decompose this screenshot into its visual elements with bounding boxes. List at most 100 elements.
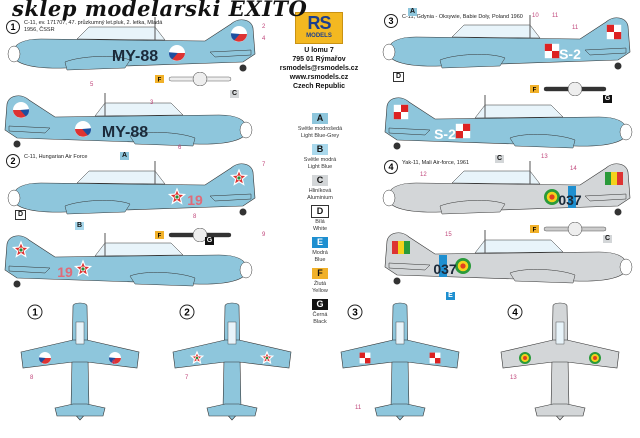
tailplane [209, 193, 252, 202]
mali-roundel [544, 189, 560, 205]
scheme-number: 1 [6, 20, 20, 34]
wing-root [509, 134, 576, 149]
tail-wheel [239, 64, 247, 72]
color-name-cz: Bílá [315, 219, 325, 225]
scheme-caption: C-11, ev. 171707, 47. průzkumný let.pluk… [24, 20, 163, 33]
scheme-number: 4 [384, 160, 398, 174]
color-swatch: E [312, 237, 328, 248]
polish-checker [455, 123, 471, 139]
tailplane [209, 49, 252, 58]
aircraft-code: S-2 [559, 46, 581, 62]
fuselage [384, 97, 628, 147]
side-profile-2-left: 19 [7, 161, 256, 216]
aircraft-code: 19 [57, 264, 73, 280]
polish-checker [429, 352, 441, 364]
color-tag-a: A [120, 152, 129, 160]
decal-callout: 10 [532, 13, 539, 19]
color-swatch: D [311, 205, 329, 218]
spinner [7, 189, 21, 207]
color-name-cz: Světle modrošedá [297, 126, 343, 132]
color-tag-c: C [230, 90, 239, 98]
tail-wheel [393, 142, 401, 150]
hungarian-star [229, 168, 249, 186]
color-tag-e: E [446, 292, 455, 300]
color-tag-f: F [158, 78, 162, 84]
canopy-top [555, 321, 565, 345]
propeller-view: F [530, 82, 607, 96]
watermark-title: sklep modelarski EXITO [12, 0, 308, 21]
aircraft-code: 037 [433, 261, 457, 277]
decal-callout: 6 [112, 360, 116, 366]
tail-wheel [614, 208, 622, 216]
czech-roundel [38, 352, 51, 364]
blue-band [568, 186, 576, 208]
polish-checker [544, 43, 560, 59]
color-tag-d: D [393, 72, 404, 82]
tailplane [584, 193, 627, 202]
color-name-en: Blue [314, 256, 326, 263]
tail-wheel [13, 140, 21, 148]
top-bottom-view-3: 3 [340, 302, 460, 421]
decal-callout: 15 [445, 232, 452, 238]
spinner [239, 121, 253, 139]
decal-callout: 7 [262, 162, 266, 168]
decal-callout: 11 [355, 405, 362, 411]
color-swatch: A [312, 113, 328, 124]
wing-root [439, 200, 506, 215]
color-tag-c: C [603, 235, 612, 243]
tailplane [584, 47, 627, 56]
address-web: www.rsmodels.cz [289, 74, 349, 81]
fuselage [12, 163, 256, 213]
polish-checker [393, 104, 409, 120]
logo-subtext: MODELS [306, 33, 332, 39]
side-profile-1-right: MY-88 [4, 93, 253, 148]
aircraft-code: 19 [187, 192, 203, 208]
wing-root [439, 54, 506, 69]
czech-roundel [13, 102, 30, 118]
color-name-cz: Modrá [312, 250, 328, 256]
wing-root [64, 200, 131, 215]
top-bottom-view-2: 2 [172, 302, 292, 421]
canopy-top [75, 321, 85, 345]
hungarian-star [189, 350, 205, 365]
color-name-en: Light Blue [307, 163, 333, 170]
color-name-cz: Žlutá [313, 281, 327, 287]
hungarian-star [11, 240, 31, 258]
color-name-en: Aluminium [307, 194, 333, 201]
decal-callout: 6 [178, 145, 182, 151]
color-swatch: C [312, 175, 328, 186]
spinner [619, 123, 633, 141]
color-tag-b: B [75, 222, 84, 230]
fuselage [4, 235, 248, 285]
czech-roundel [108, 352, 121, 364]
decal-callout: 13 [510, 375, 517, 381]
side-profile-2-right: 19 [4, 233, 253, 288]
color-swatch: G [312, 299, 328, 310]
hungarian-star [73, 259, 93, 277]
blue-band [439, 255, 447, 277]
side-profile-1-left: MY-88 [7, 17, 256, 72]
tail-wheel [13, 280, 21, 288]
color-name-en: Yellow [312, 287, 328, 294]
tailplane [8, 125, 51, 134]
color-name-cz: Černá [312, 312, 328, 318]
tailplane-top [54, 403, 106, 417]
hungarian-star [259, 350, 275, 365]
aircraft-code: MY-88 [102, 124, 148, 141]
scheme-caption: Yak-11, Mali Air-force, 1961 [402, 160, 470, 166]
address-block: U lomu 7 795 01 Rýmařov rsmodels@rsmodel… [260, 46, 378, 91]
aircraft-code: MY-88 [112, 48, 158, 65]
decal-callout: 12 [420, 172, 427, 178]
decal-callout: 4 [262, 36, 266, 42]
color-name-en: Light Blue-Grey [300, 132, 340, 139]
propeller-view: F [155, 228, 232, 242]
color-tag-f: F [158, 234, 162, 240]
address-city: 795 01 Rýmařov [292, 56, 346, 63]
canopy [474, 239, 564, 254]
decal-callout: 11 [552, 13, 559, 19]
wing-root [64, 56, 131, 71]
tail-wheel [614, 62, 622, 70]
